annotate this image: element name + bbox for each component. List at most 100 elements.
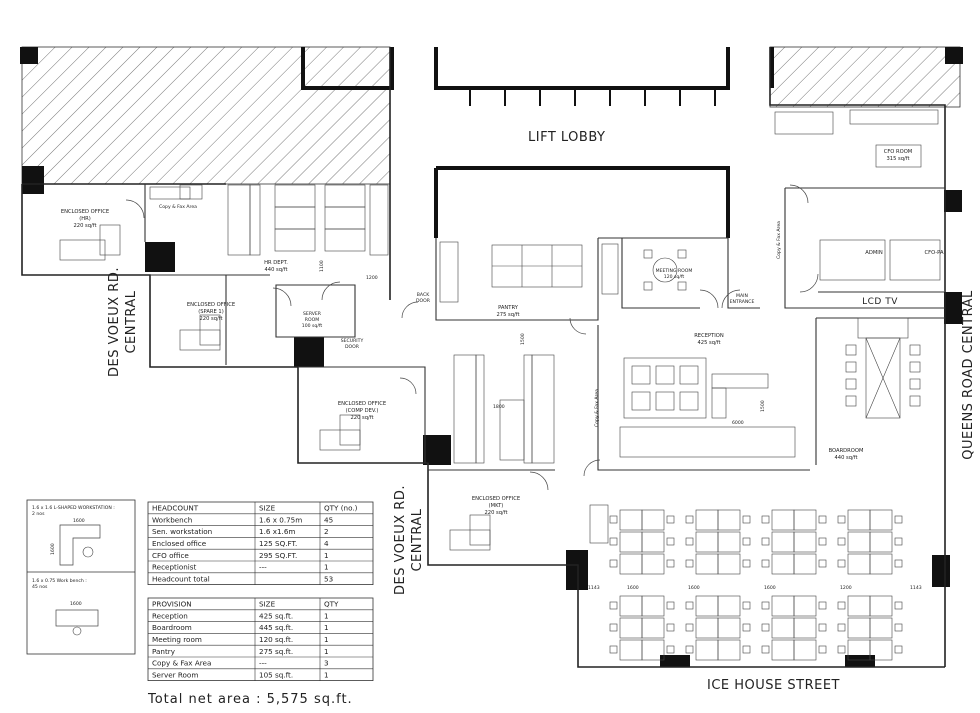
pv-table-cell: 1 (324, 670, 329, 679)
hc-table-cell: 2 (324, 527, 329, 536)
hc-table-cell: 125 SQ.FT. (259, 539, 297, 548)
hc-table-cell: CFO office (152, 551, 189, 560)
perimeter-walls (21, 47, 946, 668)
workbench-desk (695, 509, 719, 531)
pv-table-header-cell: QTY (324, 600, 339, 609)
workbench-desk (869, 531, 893, 553)
chair-icon (685, 537, 694, 546)
hc-table-cell: Enclosed office (152, 539, 207, 548)
workbench-desk (869, 639, 893, 661)
des-voeux-left-line2: CENTRAL (124, 290, 139, 353)
pv-table-cell: Meeting room (152, 635, 202, 644)
workbench-desk (641, 617, 665, 639)
workbench-desk (847, 553, 871, 575)
lift-core (301, 47, 774, 238)
chair-icon (818, 623, 827, 632)
workbench-desk (717, 531, 741, 553)
dim-1800: 1800 (493, 404, 505, 410)
hc-table-cell: 1 (324, 551, 329, 560)
copy-fax-2-label: Copy & Fax Area (594, 389, 600, 427)
meeting-room-label: MEETING ROOM (656, 268, 693, 274)
workbench-desk (641, 553, 665, 575)
workbench-desk (619, 553, 643, 575)
hc-table-header-cell: SIZE (259, 504, 276, 513)
workbench-desk (793, 509, 817, 531)
workbench-desk (695, 595, 719, 617)
hc-table-cell: 45 (324, 515, 333, 524)
dim-1143b: 1143 (910, 585, 922, 591)
cfo-pa-label: CFO-PA (924, 250, 944, 256)
chair-icon (609, 623, 618, 632)
cfo-room-label: CFO ROOM (884, 149, 913, 155)
workbench-desk (717, 617, 741, 639)
chair-icon (818, 645, 827, 654)
chair-icon (837, 515, 846, 524)
workbench-desk (641, 595, 665, 617)
columns (20, 47, 963, 667)
back-door-l2: DOOR (416, 298, 431, 304)
workbench-desk (869, 553, 893, 575)
chair-icon (761, 515, 770, 524)
des-voeux-mid-line1: DES VOEUX RD. (393, 485, 408, 595)
office-furniture (59, 224, 609, 551)
hatched-void-left (21, 46, 391, 185)
hr-dept-label: HR DEPT. (264, 260, 288, 266)
pantry-furniture (439, 241, 619, 303)
workbench-desk (695, 639, 719, 661)
legend-box (26, 499, 136, 655)
pv-table-frame (147, 597, 374, 681)
pv-table-cell: 275 sq.ft. (259, 647, 293, 656)
chair-icon (666, 601, 675, 610)
total-net-area: Total net area : 5,575 sq.ft. (147, 692, 353, 707)
workbench-desk (619, 639, 643, 661)
security-door-l1: SECURITY (341, 338, 364, 344)
chair-icon (837, 559, 846, 568)
lift-lobby-label: LIFT LOBBY (528, 130, 605, 145)
workbench-desk (847, 509, 871, 531)
dim-1143a: 1143 (588, 585, 600, 591)
dim-1100: 1100 (319, 260, 325, 272)
reception-area: 425 sq/ft (697, 340, 720, 346)
workbench-desk (717, 509, 741, 531)
pv-table-cell: Server Room (152, 670, 198, 679)
chair-icon (666, 559, 675, 568)
boardroom-furniture (845, 317, 921, 419)
workbench-desk (869, 509, 893, 531)
dim-1600b: 1600 (688, 585, 700, 591)
workbench-desk (771, 617, 795, 639)
chair-icon (894, 623, 903, 632)
workbench-desk (695, 617, 719, 639)
workbench-desk (641, 531, 665, 553)
hc-table-cell: 1.6 x 0.75m (259, 515, 302, 524)
boardroom-label: BOARDROOM (829, 448, 864, 454)
spare-office-sub: (SPARE 1) (198, 309, 224, 315)
pantry-label: PANTRY (498, 305, 519, 311)
workbench-desk (619, 595, 643, 617)
server-room-l1: SERVER (303, 311, 322, 317)
chair-icon (837, 537, 846, 546)
pv-table-cell: Pantry (152, 647, 176, 656)
workbench-desk (793, 531, 817, 553)
workbench-desk (717, 639, 741, 661)
chair-icon (818, 601, 827, 610)
chair-icon (609, 601, 618, 610)
back-door-l1: BACK (417, 292, 430, 298)
workbench-desk (793, 595, 817, 617)
meeting-furniture (643, 249, 687, 291)
chair-icon (761, 645, 770, 654)
chair-icon (666, 623, 675, 632)
pv-table-cell: Reception (152, 611, 188, 620)
legend-lshape-l2: 2 nos (32, 511, 45, 517)
reception-label: RECEPTION (694, 333, 724, 339)
lift-ticks (469, 88, 716, 106)
copy-fax-1-label: Copy & Fax Area (159, 204, 197, 210)
chair-icon (666, 645, 675, 654)
hr-office-area: 220 sq/ft (73, 223, 96, 229)
hr-dept-area: 440 sq/ft (264, 267, 287, 273)
hc-table-header-cell: HEADCOUNT (152, 504, 199, 513)
workbench-desk (695, 553, 719, 575)
pv-table-cell: Copy & Fax Area (152, 659, 211, 668)
cfo-room-area: 315 sq/ft (886, 156, 909, 162)
chair-icon (742, 537, 751, 546)
